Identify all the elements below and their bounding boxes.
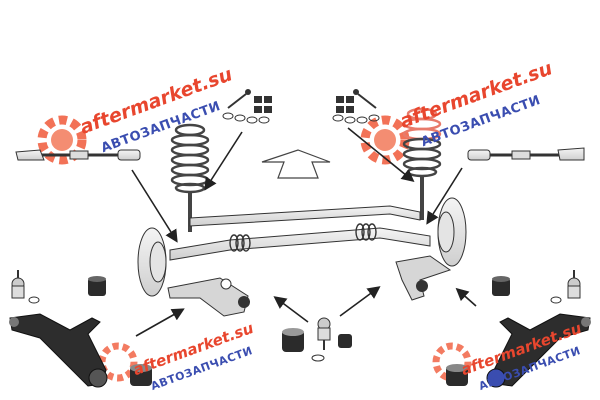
control-arm-right xyxy=(486,313,591,388)
bolt-kit-right xyxy=(332,89,380,124)
ball-joint-right xyxy=(550,270,581,304)
bushing-bottom-right xyxy=(446,364,468,386)
control-arm-left xyxy=(9,313,108,388)
watermark-gear-icon-left xyxy=(37,115,87,165)
bushing-right xyxy=(492,276,510,296)
bushing-ball-joint-kit-center xyxy=(282,317,352,362)
tie-rod-right xyxy=(467,147,585,161)
coil-spring-left xyxy=(170,123,210,232)
lower-arm-mounted-right xyxy=(395,255,452,301)
bushing-left xyxy=(88,276,106,296)
lower-arm-mounted-left xyxy=(167,277,250,317)
rear-axle-assembly xyxy=(169,205,431,261)
bolt-kit-left xyxy=(222,89,272,124)
tie-rod-left xyxy=(15,149,141,161)
watermark-gear-icon-bottom-left xyxy=(98,342,138,382)
watermark-gear-icon-right xyxy=(360,115,410,165)
direction-arrow-icon xyxy=(261,149,331,179)
wheel-hub-right xyxy=(437,197,467,267)
coil-spring-right xyxy=(402,107,442,220)
bushing-bottom-left xyxy=(130,364,152,386)
wheel-hub-left xyxy=(137,227,167,297)
ball-joint-left xyxy=(11,270,40,304)
pointer-arrows xyxy=(131,127,477,337)
